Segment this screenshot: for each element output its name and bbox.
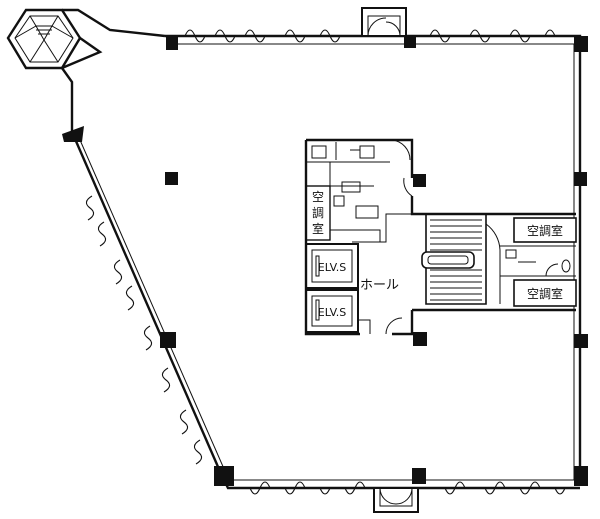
- hall-corridor: [358, 213, 412, 335]
- entrance-top: [361, 7, 407, 37]
- tower-connector: [61, 8, 166, 132]
- curtain-wall-diagonal: [85, 195, 203, 465]
- curtain-wall-top: [184, 29, 556, 43]
- stair-treads: [430, 219, 482, 301]
- ac-room-vertical-label-3: 室: [312, 221, 324, 236]
- curtain-wall-bottom: [249, 481, 566, 495]
- core-staircase: [421, 214, 501, 305]
- hexagonal-stair-tower: [6, 8, 82, 70]
- columns: [62, 36, 588, 486]
- hall-label: ホール: [360, 278, 399, 293]
- elevator-1-label: ELV.S: [318, 261, 346, 274]
- ac-room-vertical: 空 調 室: [305, 185, 331, 241]
- elevator-2-label: ELV.S: [318, 306, 346, 319]
- ac-room-upper-label: 空調室: [527, 223, 563, 238]
- elevator-shafts: [305, 243, 359, 333]
- ac-room-lower: 空調室: [513, 279, 577, 307]
- ac-room-lower-label: 空調室: [527, 286, 563, 301]
- ac-room-vertical-label-2: 調: [312, 206, 324, 220]
- ac-room-vertical-label-1: 空: [312, 190, 324, 204]
- ac-room-upper: 空調室: [513, 217, 577, 243]
- entrance-bottom: [373, 487, 419, 513]
- small-toilet: [500, 245, 576, 277]
